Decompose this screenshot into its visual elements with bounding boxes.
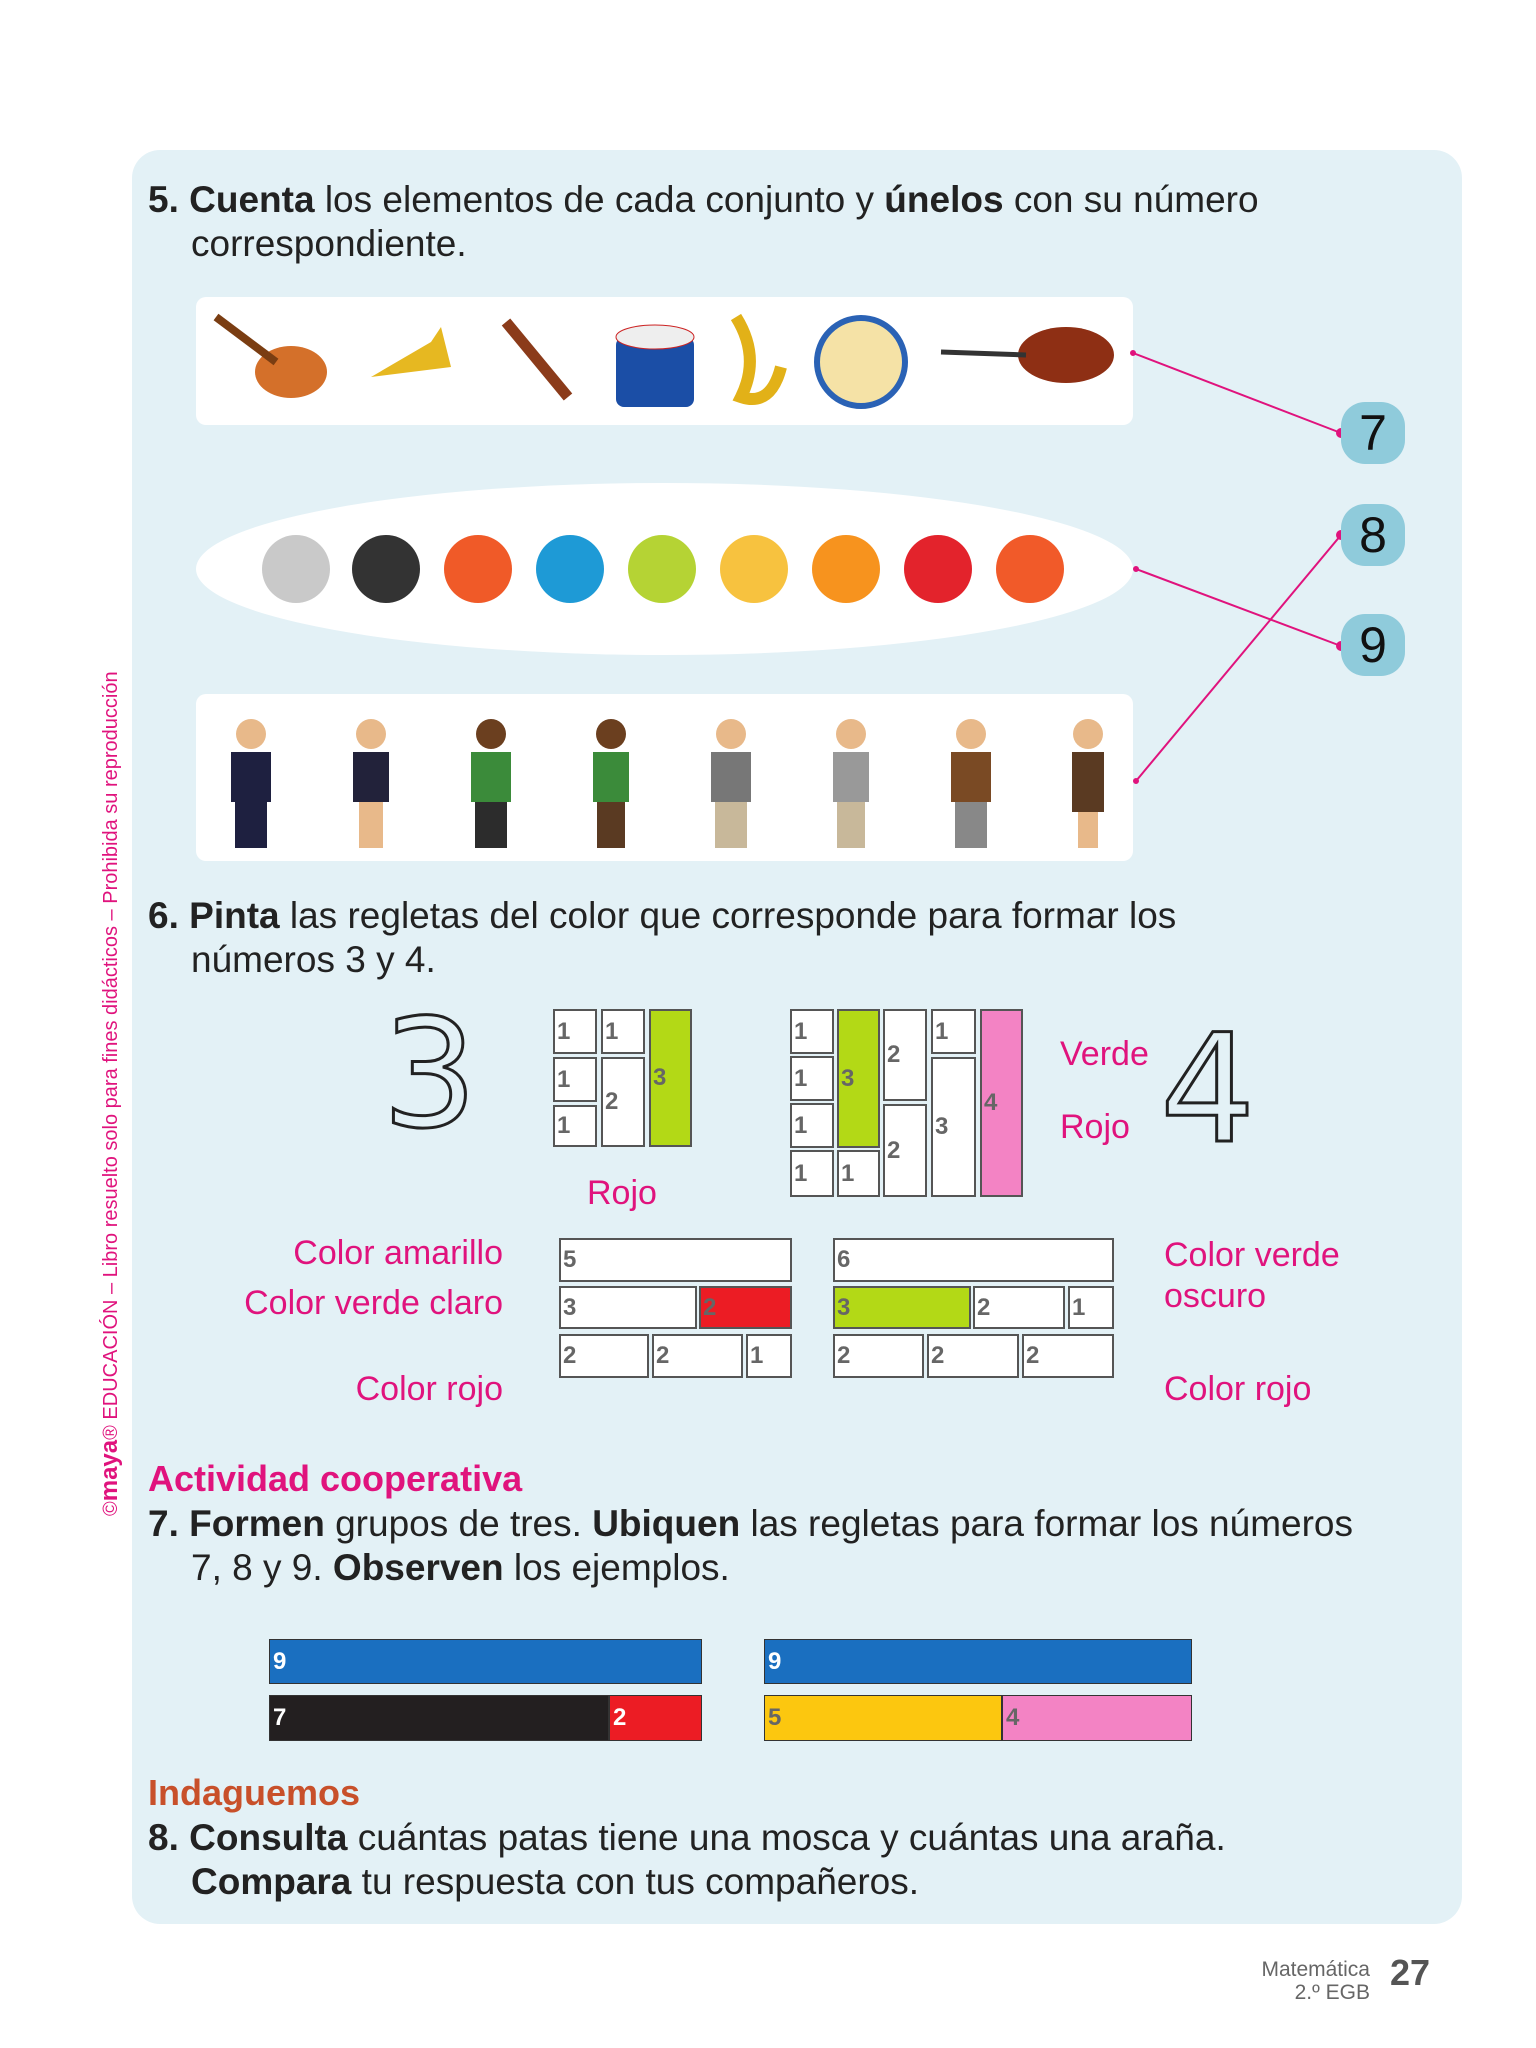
number-9-badge[interactable]: 9 bbox=[1341, 614, 1405, 676]
instruments-set bbox=[196, 297, 1133, 425]
match-line-people bbox=[1135, 534, 1342, 782]
rod-cell[interactable]: 5 bbox=[559, 1238, 792, 1282]
rod-cell[interactable]: 2 bbox=[973, 1286, 1065, 1329]
rod-cell[interactable]: 2 bbox=[559, 1334, 649, 1378]
trumpet-icon bbox=[371, 327, 451, 377]
rod-cell[interactable]: 1 bbox=[746, 1334, 792, 1378]
q8-text: 8. Consulta cuántas patas tiene una mosc… bbox=[148, 1817, 1226, 1902]
q7-text: 7. Formen grupos de tres. Ubiquen las re… bbox=[148, 1503, 1353, 1588]
rod-cell[interactable]: 1 bbox=[790, 1103, 834, 1148]
q6-text: 6. Pinta las regletas del color que corr… bbox=[148, 895, 1177, 980]
rod-cell[interactable]: 6 bbox=[833, 1238, 1114, 1282]
people-illustration bbox=[231, 719, 1104, 848]
rod-3-green[interactable]: 3 bbox=[837, 1009, 880, 1148]
people-set bbox=[196, 694, 1133, 861]
rod-cell[interactable]: 1 bbox=[1068, 1286, 1114, 1329]
drum-icon bbox=[615, 324, 695, 407]
tracing-digit-4: 4 bbox=[1158, 1003, 1256, 1177]
rod-cell[interactable]: 2 bbox=[652, 1334, 743, 1378]
saxophone-icon bbox=[730, 313, 787, 405]
rod-cell[interactable]: 1 bbox=[601, 1009, 645, 1054]
rod-cell[interactable]: 2 bbox=[699, 1286, 792, 1329]
rod-cell[interactable]: 1 bbox=[790, 1150, 834, 1197]
rod-4-pink[interactable]: 4 bbox=[980, 1009, 1023, 1197]
label-rojo-3: Rojo bbox=[587, 1174, 657, 1212]
rod-cell[interactable]: 1 bbox=[837, 1150, 880, 1197]
person-icons bbox=[231, 719, 1104, 848]
rod-cell[interactable]: 1 bbox=[790, 1056, 834, 1101]
label-verde: Verde bbox=[1060, 1035, 1149, 1073]
label-color-rojo-right: Color rojo bbox=[1164, 1370, 1312, 1408]
section-title-cooperativa: Actividad cooperativa bbox=[148, 1458, 523, 1499]
rod-cell[interactable]: 1 bbox=[553, 1057, 597, 1102]
paint-splash-set bbox=[196, 483, 1133, 655]
subject-name: Matemática bbox=[1261, 1958, 1370, 1981]
rod-3-green[interactable]: 3 bbox=[649, 1009, 692, 1147]
label-color-amarillo: Color amarillo bbox=[293, 1234, 503, 1272]
tracing-digit-3: 3 bbox=[380, 988, 478, 1162]
tambourine-icon bbox=[814, 315, 908, 409]
rod-4-pink-b: 4 bbox=[1002, 1695, 1192, 1741]
label-color-rojo-left: Color rojo bbox=[355, 1370, 503, 1408]
rod-2-red: 2 bbox=[609, 1695, 702, 1741]
rod-cell[interactable]: 2 bbox=[883, 1104, 927, 1197]
rod-cell[interactable]: 3 bbox=[559, 1286, 697, 1329]
label-oscuro: oscuro bbox=[1164, 1277, 1267, 1315]
copyright-symbol: © bbox=[100, 1501, 122, 1516]
rod-7-black: 7 bbox=[269, 1695, 609, 1741]
matching-lines bbox=[1130, 350, 1346, 784]
instruments-illustration bbox=[213, 313, 1114, 409]
rod-cell[interactable]: 1 bbox=[790, 1009, 834, 1054]
rod-9-blue-b: 9 bbox=[764, 1639, 1192, 1684]
rod-cell[interactable]: 1 bbox=[931, 1009, 976, 1054]
rod-9-blue: 9 bbox=[269, 1639, 702, 1684]
splash-icons bbox=[262, 535, 1064, 603]
paint-splashes bbox=[262, 535, 1064, 603]
rod-cell[interactable]: 2 bbox=[1022, 1334, 1114, 1378]
rod-cell[interactable]: 2 bbox=[601, 1057, 645, 1147]
brand-logo: maya bbox=[96, 1439, 123, 1502]
footer-subject: Matemática 2.º EGB bbox=[1261, 1958, 1370, 2004]
section-title-indaguemos: Indaguemos bbox=[148, 1772, 361, 1813]
rod-cell[interactable]: 1 bbox=[553, 1105, 597, 1147]
q5-text: 5. Cuenta los elementos de cada conjunto… bbox=[148, 179, 1259, 264]
label-color-verde-claro: Color verde claro bbox=[244, 1284, 503, 1322]
rod-5-yellow: 5 bbox=[764, 1695, 1002, 1741]
rod-cell[interactable]: 1 bbox=[553, 1009, 597, 1054]
recorder-icon bbox=[501, 318, 573, 401]
rod-cell[interactable]: 2 bbox=[833, 1334, 924, 1378]
guitar-icon bbox=[213, 313, 327, 398]
page-number: 27 bbox=[1390, 1952, 1431, 1993]
rod-cell[interactable]: 3 bbox=[833, 1286, 971, 1329]
match-line-instruments bbox=[1132, 352, 1342, 434]
grade-label: 2.º EGB bbox=[1294, 1981, 1370, 2004]
rod-cell[interactable]: 2 bbox=[927, 1334, 1019, 1378]
number-7-badge[interactable]: 7 bbox=[1341, 402, 1405, 464]
match-line-splashes bbox=[1135, 568, 1342, 647]
label-rojo-4: Rojo bbox=[1060, 1108, 1130, 1146]
label-color-verde-oscuro: Color verde bbox=[1164, 1236, 1340, 1274]
violin-icon bbox=[940, 327, 1114, 383]
rod-cell[interactable]: 2 bbox=[883, 1009, 927, 1101]
number-8-badge[interactable]: 8 bbox=[1341, 504, 1405, 566]
rod-cell[interactable]: 3 bbox=[931, 1057, 976, 1197]
